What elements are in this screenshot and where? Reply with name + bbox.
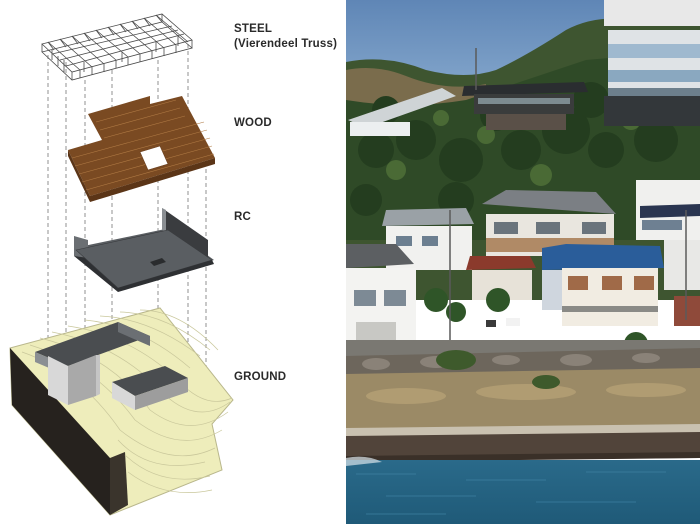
sea [346, 460, 700, 524]
rc-layer [74, 208, 214, 292]
car [486, 320, 496, 327]
photo-drawing [346, 0, 700, 524]
wood-layer [68, 96, 215, 202]
steel-label: STEEL [234, 23, 273, 35]
upper-houses [348, 82, 588, 136]
car [506, 318, 520, 326]
lower-houses [346, 240, 700, 348]
grass-slope [346, 368, 700, 432]
ground-layer [9, 307, 234, 516]
exploded-axonometric-diagram: STEEL (Vierendeel Truss) WOOD RC GROUND [0, 0, 346, 524]
ground-label: GROUND [234, 371, 287, 383]
wood-label: WOOD [234, 117, 272, 129]
rc-label: RC [234, 211, 252, 223]
middle-houses [382, 180, 700, 270]
steel-layer [41, 13, 193, 81]
diagram-drawing [9, 13, 234, 516]
hilltop-building [604, 0, 700, 126]
hillside-photo [346, 0, 700, 524]
steel-sublabel: (Vierendeel Truss) [234, 38, 338, 50]
